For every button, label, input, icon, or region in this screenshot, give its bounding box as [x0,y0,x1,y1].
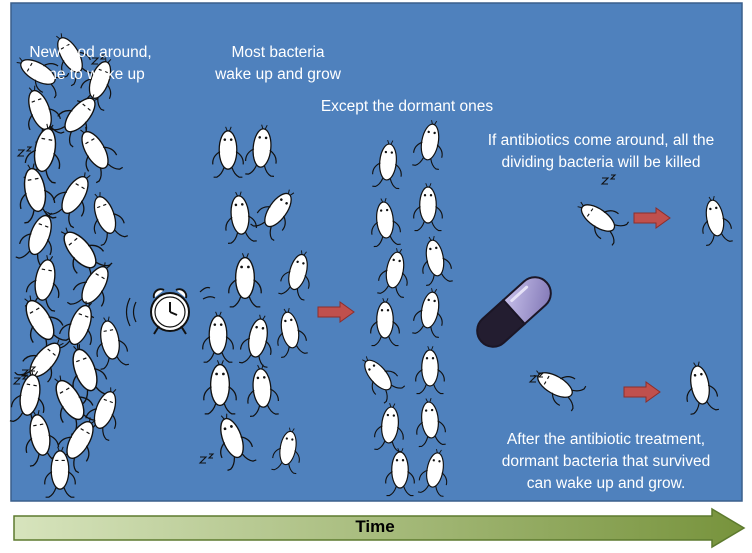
caption-grow-line2: wake up and grow [215,66,341,83]
caption-after-line1: After the antibiotic treatment, [506,431,706,448]
time-arrow [13,507,746,549]
bacterium [247,364,279,417]
bacterium [577,201,630,246]
caption-dormant: Except the dormant ones [298,96,516,118]
bacterium [225,191,257,244]
right-arrow-icon [317,301,355,323]
caption-after-treatment: After the antibiotic treatment, dormant … [476,429,736,495]
bacterium [385,448,415,497]
bacterium [413,183,443,232]
bacterium [220,413,257,471]
bacterium [72,344,111,405]
bacterium [56,33,97,87]
bacterium [19,163,57,224]
bacterium [371,197,401,248]
bacterium [250,189,295,242]
alarm-clock-icon [125,286,216,335]
bacterium [702,195,733,247]
bacterium [370,298,400,347]
bacterium [277,307,308,359]
caption-antibiotics: If antibiotics come around, all the divi… [462,130,740,174]
bacterium [362,356,406,404]
bacterium [15,210,53,268]
bacterium [93,192,129,247]
antibiotic-capsule-icon [476,276,552,348]
right-arrow-icon [623,381,661,403]
bacterium [416,397,446,448]
bacterium [49,94,99,148]
bacterium [533,370,587,412]
bacterium [80,126,124,184]
bacterium [202,311,234,363]
bacterium [96,316,130,370]
bacterium [203,360,237,415]
bacterium [212,126,244,178]
caption-dormant-line1: Except the dormant ones [320,98,494,115]
bacteria-layer [9,33,733,498]
bacterium [415,346,445,395]
arrow-layer [317,207,671,403]
right-arrow-icon [633,207,671,229]
caption-antibiotics-line2: dividing bacteria will be killed [501,154,701,171]
bacterium [16,57,70,99]
bacterium [238,314,272,368]
caption-after-line3: can wake up and grow. [526,475,686,492]
bacterium [422,235,453,287]
diagram-background [10,2,743,502]
sleeping-marks-icon [12,54,617,464]
bacterium [245,124,277,177]
caption-grow: Most bacteria wake up and grow [197,42,359,86]
bacterium [271,427,300,475]
bacterium [377,248,408,299]
bacterium [23,123,61,184]
bacterium [14,339,64,393]
bacterium [374,403,404,453]
caption-wake-up-line1: New food around, [29,44,152,61]
bacterium [372,140,402,190]
caption-grow-line1: Most bacteria [231,44,325,61]
time-label: Time [355,517,395,536]
caption-after-line2: dormant bacteria that survived [501,453,711,470]
caption-wake-up-line2: time to wake up [36,66,145,83]
bacterium [412,120,443,171]
caption-wake-up: New food around, time to wake up [18,42,163,86]
bacterium [412,288,443,339]
bacterium [228,253,262,308]
bacterium [278,250,310,301]
bacterium [44,446,76,498]
bacterium [417,448,448,497]
caption-antibiotics-line1: If antibiotics come around, all the [487,132,715,149]
bacterium [25,410,61,467]
